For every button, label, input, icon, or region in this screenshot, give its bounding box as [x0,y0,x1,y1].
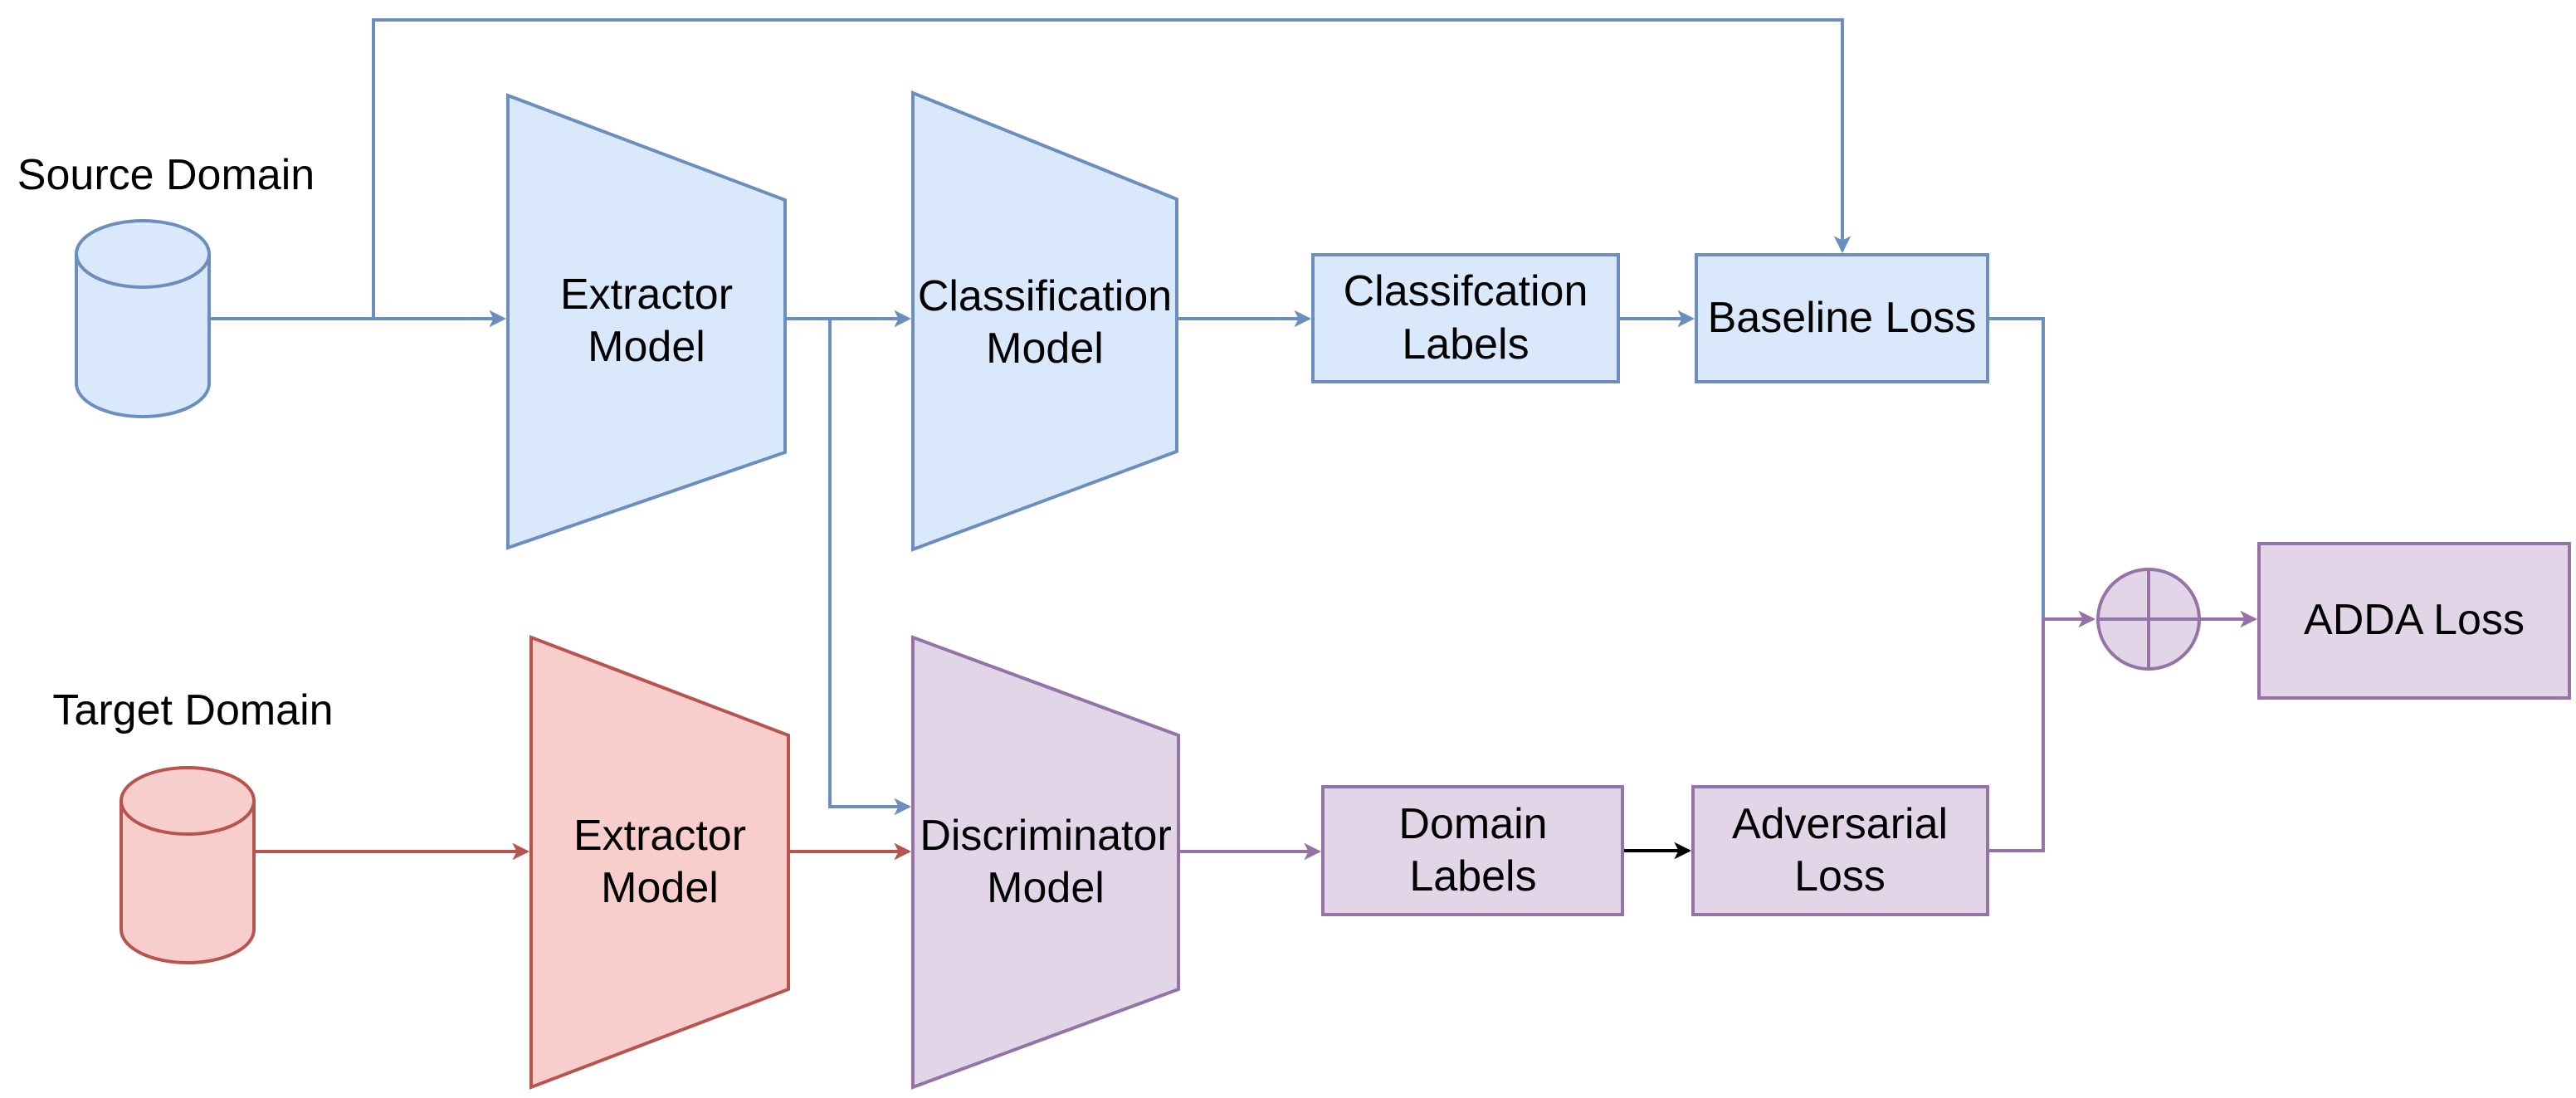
source-database-icon [75,219,211,418]
edge-source-to-baseline-loss-top [372,18,1852,319]
edge-baseline-loss-to-junction [1988,317,2045,619]
source-database-body [75,254,211,418]
edge-extractor-to-discriminator [828,319,912,816]
sum-plus-icon [2096,568,2201,671]
classification-labels-box [1311,253,1620,383]
baseline-loss-box [1695,253,1989,383]
target-extractor-shape [529,635,790,1090]
domain-labels-box [1321,785,1624,916]
classification-model-shape [911,90,1178,552]
target-database-top [120,766,256,836]
discriminator-model-shape [911,635,1180,1090]
adda-loss-box [2257,542,2571,700]
target-database-icon [120,766,256,964]
source-database-top [75,219,211,289]
edge-adversarial-loss-to-junction [1988,619,2045,852]
target-database-body [120,801,256,964]
source-extractor-shape [506,93,787,550]
adversarial-loss-box [1691,785,1989,916]
